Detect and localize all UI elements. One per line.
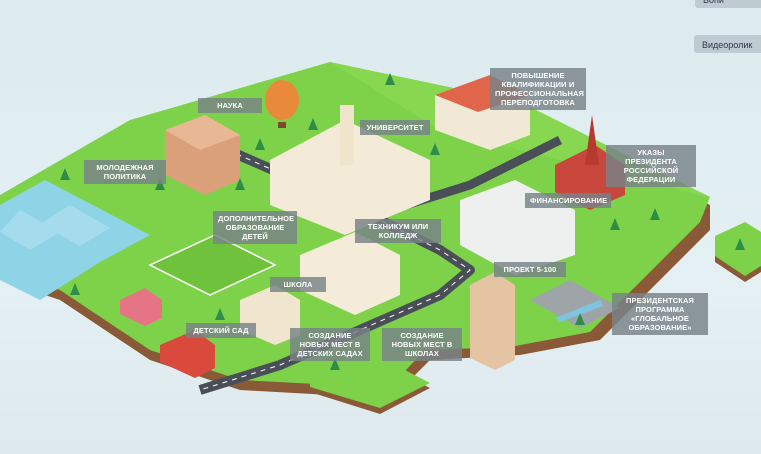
label-youth-policy[interactable]: МОЛОДЕЖНАЯ ПОЛИТИКА bbox=[84, 160, 166, 184]
university-building bbox=[270, 120, 430, 235]
college-building bbox=[300, 232, 400, 315]
trees bbox=[60, 73, 745, 370]
label-university[interactable]: УНИВЕРСИТЕТ bbox=[360, 120, 430, 135]
science-building-roof bbox=[165, 115, 240, 150]
label-kindergarten[interactable]: ДЕТСКИЙ САД bbox=[186, 323, 256, 338]
label-school[interactable]: ШКОЛА bbox=[270, 277, 326, 292]
pink-house bbox=[120, 288, 162, 326]
label-qualification[interactable]: ПОВЫШЕНИЕ КВАЛИФИКАЦИИ И ПРОФЕССИОНАЛЬНА… bbox=[490, 68, 586, 110]
project-tower bbox=[470, 272, 515, 370]
label-new-kindergarten[interactable]: СОЗДАНИЕ НОВЫХ МЕСТ В ДЕТСКИХ САДАХ bbox=[290, 328, 370, 361]
kremlin-tower bbox=[585, 115, 599, 165]
university-tower bbox=[340, 105, 354, 165]
kindergarten-building bbox=[160, 330, 215, 378]
airplane bbox=[555, 300, 603, 322]
label-decrees[interactable]: УКАЗЫ ПРЕЗИДЕНТА РОССИЙСКОЙ ФЕДЕРАЦИИ bbox=[606, 145, 696, 187]
label-new-school[interactable]: СОЗДАНИЕ НОВЫХ МЕСТ В ШКОЛАХ bbox=[382, 328, 462, 361]
label-financing[interactable]: ФИНАНСИРОВАНИЕ bbox=[525, 193, 611, 208]
label-global-education[interactable]: ПРЕЗИДЕНТСКАЯ ПРОГРАММА «ГЛОБАЛЬНОЕ ОБРА… bbox=[612, 293, 708, 335]
water-grid bbox=[0, 210, 60, 250]
label-science[interactable]: НАУКА bbox=[198, 98, 262, 113]
hot-air-balloon bbox=[265, 80, 299, 120]
label-project[interactable]: ПРОЕКТ 5-100 bbox=[494, 262, 566, 277]
label-college[interactable]: ТЕХНИКУМ ИЛИ КОЛЛЕДЖ bbox=[355, 219, 441, 243]
airport-runway bbox=[530, 280, 620, 328]
sports-field bbox=[148, 234, 277, 296]
balloon-basket bbox=[278, 122, 286, 128]
top-menu-button[interactable]: Вопи bbox=[695, 0, 761, 8]
bottom-island-grass bbox=[310, 347, 430, 408]
video-button[interactable]: Видеоролик bbox=[694, 35, 761, 53]
water-grid bbox=[40, 205, 110, 246]
label-extra-education[interactable]: ДОПОЛНИТЕЛЬНОЕ ОБРАЗОВАНИЕ ДЕТЕЙ bbox=[213, 211, 297, 244]
